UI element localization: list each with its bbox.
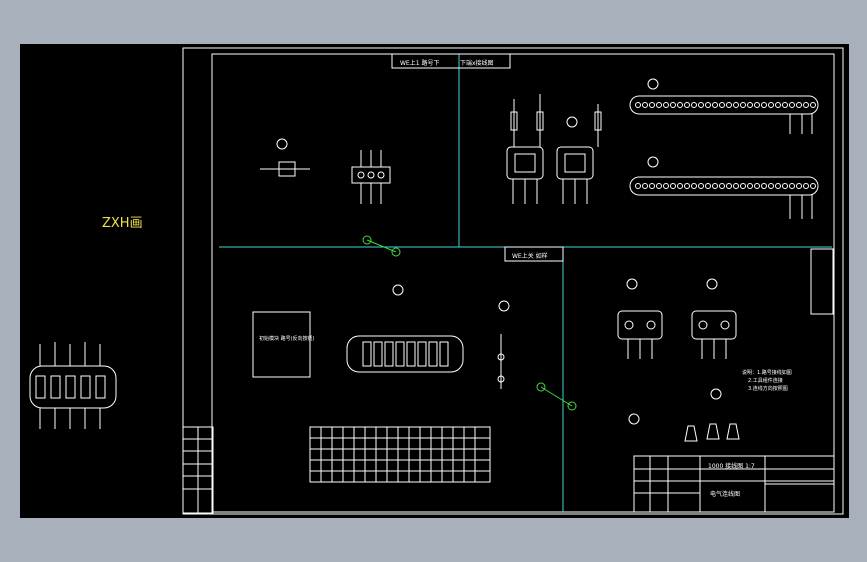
drawing-sheet: WE上1 路号下 下端x接线图 WE上关 如样: [29, 47, 844, 515]
component-top-left: [260, 138, 310, 177]
ground-symbol-2: [647, 156, 659, 168]
ground-symbol-4: [498, 300, 510, 312]
relay-block-3: [617, 310, 663, 359]
title-block-code: 1000 接线图 1:7: [708, 462, 755, 470]
lamp-symbol: [628, 413, 640, 425]
sheet-frame-inner: [211, 53, 835, 513]
component-top-mid-left: [351, 150, 391, 204]
zone-label-box-center: [504, 246, 564, 262]
cad-viewport[interactable]: ZXH画 WE上1 路号下 下端x接线图 WE上关 如样: [20, 44, 849, 518]
ground-symbol-5: [626, 278, 638, 290]
plug-symbols: [684, 423, 740, 442]
fuse-row-top: [510, 94, 602, 147]
notes-line-2: 2.工具组件连接: [748, 377, 783, 384]
green-marker-1: [362, 235, 401, 257]
relay-block-2: [556, 146, 594, 204]
terminal-strip-lower: [629, 176, 819, 219]
relay-block-1: [506, 146, 544, 204]
connector-block-center: [346, 335, 464, 373]
title-block: [633, 455, 835, 513]
vertical-connector: [497, 334, 505, 389]
left-box-label: 初始模块 路号(反向按钮): [259, 335, 315, 342]
notes-line-1: 说明：1.路号接线如图: [742, 369, 792, 376]
connector-block-left: [29, 342, 117, 429]
zone-label-box-top: [391, 53, 511, 69]
zone-label-center: WE上关 如样: [512, 252, 548, 260]
sheet-frame-outer: [182, 47, 844, 515]
ground-symbol-6: [706, 278, 718, 290]
zone-label-top-mid: 下端x接线图: [460, 59, 494, 67]
relay-block-4: [691, 310, 737, 359]
revision-table: [182, 426, 214, 514]
ground-symbol-3: [392, 284, 404, 296]
terminal-strip-upper: [629, 95, 819, 134]
side-label: ZXH画: [102, 216, 143, 231]
ground-symbol-7: [710, 388, 722, 400]
zone-label-top: WE上1 路号下: [400, 59, 439, 67]
vertical-label-box: [810, 248, 834, 315]
terminal-table: [309, 426, 491, 483]
ground-symbol-1: [647, 78, 659, 90]
left-box: [252, 311, 311, 378]
notes-line-3: 3.连线方向按照图: [748, 385, 788, 392]
title-block-name: 电气连线图: [710, 490, 740, 498]
green-marker-2: [536, 382, 577, 411]
